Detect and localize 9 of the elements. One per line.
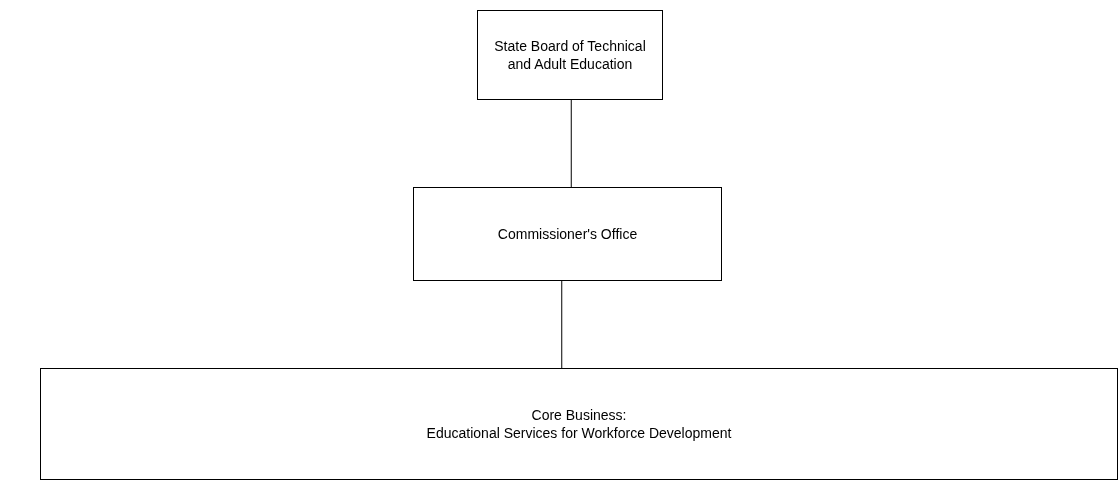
org-box — [40, 368, 1118, 480]
connector-line — [561, 280, 563, 369]
connector-line — [570, 99, 572, 188]
box-label: Core Business: — [531, 406, 627, 424]
box-label: Educational Services for Workforce Development — [426, 424, 732, 442]
box-label: State Board of Technical and Adult Education — [493, 37, 647, 73]
box-label: Commissioner's Office — [497, 225, 638, 243]
org-box — [413, 187, 722, 281]
org-box — [477, 10, 663, 100]
